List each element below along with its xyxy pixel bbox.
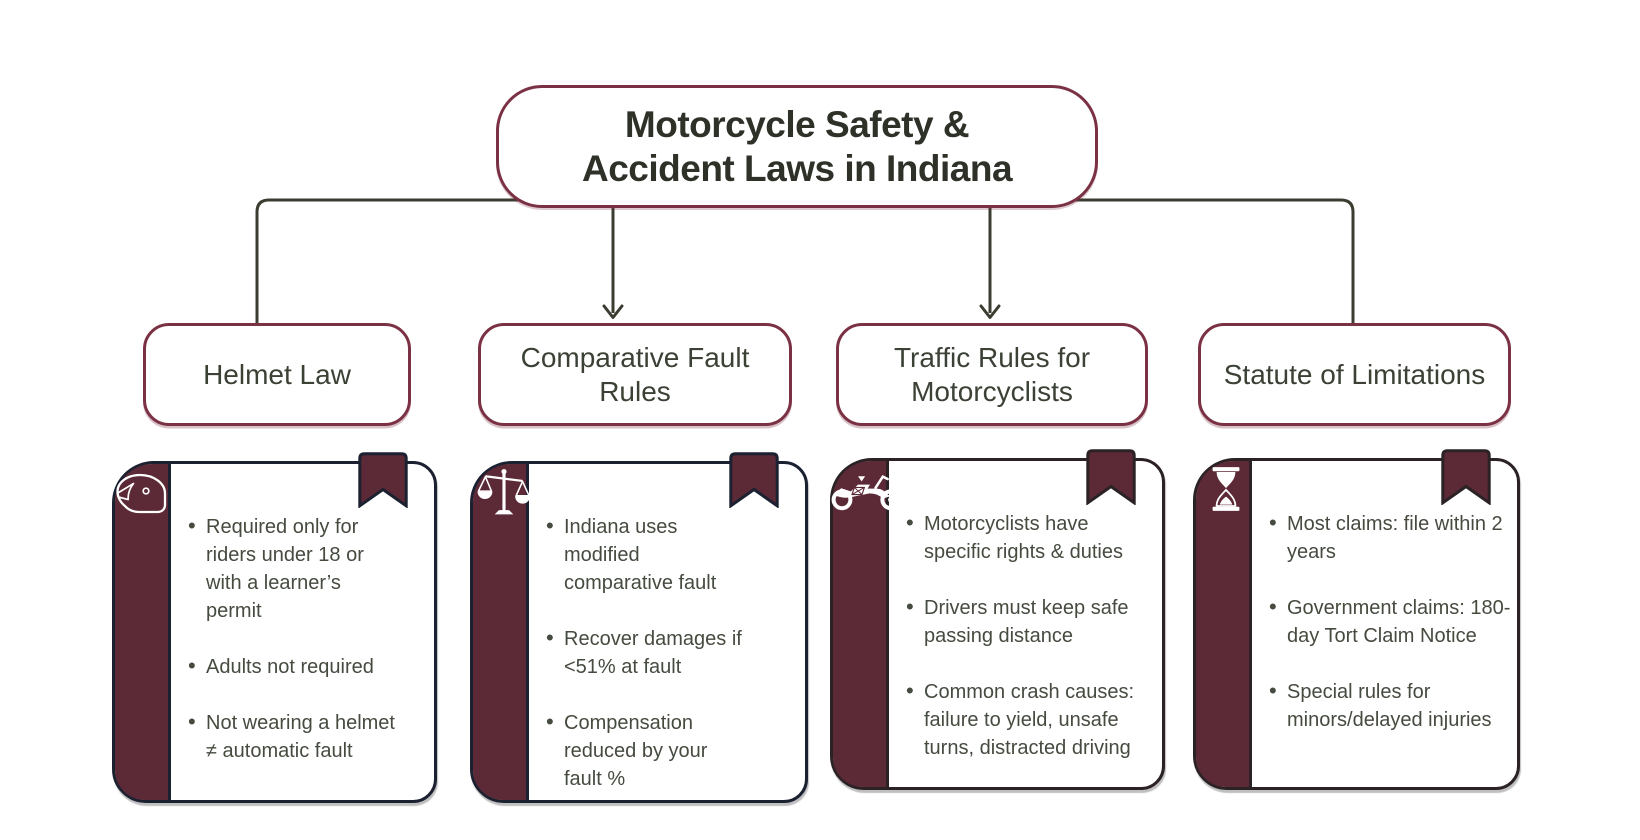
card-sidebar — [115, 464, 171, 800]
arrow-down-icon — [979, 304, 1001, 319]
bullet-item: Not wearing a helmet ≠ automatic fault — [188, 708, 396, 765]
card-sidebar — [833, 461, 889, 787]
bullet-item: Required only for riders under 18 or wit… — [188, 512, 396, 625]
bullet-list: Required only for riders under 18 or wit… — [188, 512, 396, 793]
card-comparative-fault: Indiana uses modified comparative fault … — [470, 452, 808, 803]
card-traffic-rules: Motorcyclists have specific rights & dut… — [830, 449, 1165, 790]
bullet-item: Indiana uses modified comparative fault — [546, 512, 742, 597]
arrow-down-icon — [602, 304, 624, 319]
bookmark-ribbon — [729, 452, 779, 509]
bullet-item: Compensation reduced by your fault % — [546, 708, 742, 793]
bookmark-ribbon — [1086, 449, 1136, 506]
hourglass-icon — [1212, 467, 1240, 511]
category-label: Comparative Fault Rules — [520, 341, 750, 407]
title-box: Motorcycle Safety & Accident Laws in Ind… — [496, 85, 1098, 208]
title-line-2: Accident Laws in Indiana — [581, 147, 1013, 189]
category-label: Traffic Rules for Motorcyclists — [893, 341, 1091, 407]
bullet-item: Recover damages if <51% at fault — [546, 624, 742, 681]
bookmark-ribbon — [1441, 449, 1491, 506]
connector-rail — [255, 198, 1355, 323]
bullet-item: Common crash causes: failure to yield, u… — [906, 677, 1152, 762]
category-box-helmet-law: Helmet Law — [143, 323, 411, 426]
card-statute-of-limitations: Most claims: file within 2 years Governm… — [1193, 449, 1520, 790]
bookmark-ribbon — [358, 452, 408, 509]
category-box-statute-of-limitations: Statute of Limitations — [1198, 323, 1511, 426]
card-helmet-law: Required only for riders under 18 or wit… — [112, 452, 437, 803]
bullet-item: Adults not required — [188, 652, 396, 681]
card-sidebar — [1196, 461, 1252, 787]
bullet-item: Government claims: 180-day Tort Claim No… — [1269, 593, 1512, 650]
category-label: Statute of Limitations — [1223, 358, 1486, 390]
card-sidebar — [473, 464, 529, 800]
bullet-list: Motorcyclists have specific rights & dut… — [906, 509, 1152, 790]
category-label: Helmet Law — [203, 358, 351, 390]
bullet-list: Indiana uses modified comparative fault … — [546, 512, 742, 821]
helmet-icon — [116, 473, 167, 514]
bullet-list: Most claims: file within 2 years Governm… — [1269, 509, 1512, 762]
bullet-item: Most claims: file within 2 years — [1269, 509, 1512, 566]
bullet-item: Drivers must keep safe passing distance — [906, 593, 1152, 650]
category-box-comparative-fault: Comparative Fault Rules — [478, 323, 792, 426]
bullet-item: Special rules for minors/delayed injurie… — [1269, 677, 1512, 734]
title-line-1: Motorcycle Safety & — [624, 103, 970, 145]
motorcycle-icon — [831, 474, 902, 511]
category-box-traffic-rules: Traffic Rules for Motorcyclists — [836, 323, 1148, 426]
scales-icon — [477, 469, 530, 515]
bullet-item: Motorcyclists have specific rights & dut… — [906, 509, 1152, 566]
